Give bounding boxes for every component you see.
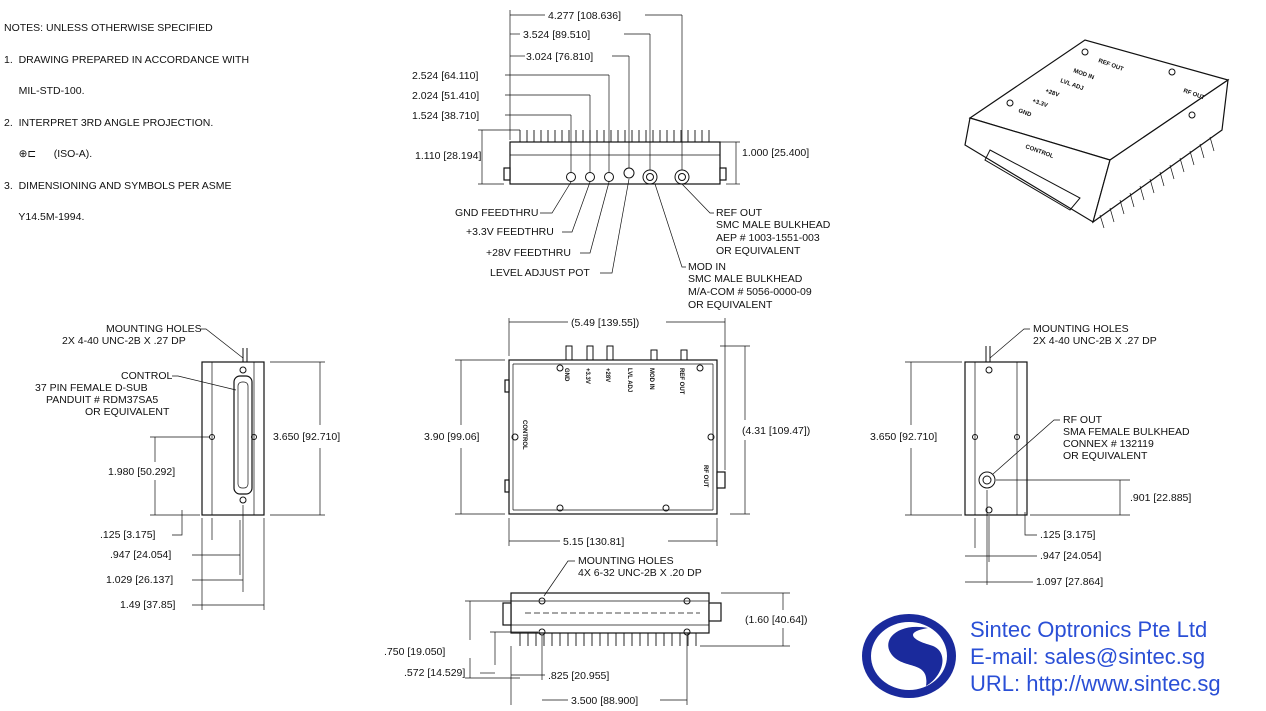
dim-1110: 1.110 [28.194] [415, 150, 481, 162]
svg-text:OR EQUIVALENT: OR EQUIVALENT [1063, 450, 1148, 462]
top-view: 4.277 [108.636] 3.524 [89.510] 3.024 [76… [412, 10, 831, 311]
iso-view: REF OUT RF OUT MOD IN LVL ADJ +28V +3.3V… [964, 39, 1230, 229]
left-dim-3650: 3.650 [92.710] [273, 431, 340, 443]
callout-gnd: GND FEEDTHRU [455, 207, 538, 219]
svg-text:4X 6-32 UNC-2B X .20 DP: 4X 6-32 UNC-2B X .20 DP [578, 567, 702, 579]
svg-text:SMA FEMALE BULKHEAD: SMA FEMALE BULKHEAD [1063, 426, 1190, 438]
dim-3524: 3.524 [89.510] [523, 29, 590, 41]
front-label-ref: REF OUT [678, 368, 684, 395]
callout-level: LEVEL ADJUST POT [490, 267, 590, 279]
left-mounting-label: MOUNTING HOLES [106, 323, 202, 335]
company-info: Sintec Optronics Pte Ltd E-mail: sales@s… [970, 616, 1221, 697]
front-dim-431: (4.31 [109.47]) [742, 425, 810, 437]
left-dim-149: 1.49 [37.85] [120, 599, 176, 611]
callout-v33: +3.3V FEEDTHRU [466, 226, 554, 238]
right-mounting-label: MOUNTING HOLES [1033, 323, 1129, 335]
svg-text:37 PIN FEMALE D-SUB: 37 PIN FEMALE D-SUB [35, 382, 148, 394]
right-dim-901: .901 [22.885] [1130, 492, 1191, 504]
left-dsub-icon [233, 375, 253, 495]
dim-1524: 1.524 [38.710] [412, 110, 479, 122]
right-view-body [964, 361, 1028, 516]
front-label-gnd: GND [563, 368, 569, 382]
callout-ref-out: REF OUT [716, 207, 763, 219]
svg-text:OR EQUIVALENT: OR EQUIVALENT [85, 406, 170, 418]
svg-text:SMC MALE BULKHEAD: SMC MALE BULKHEAD [716, 219, 831, 231]
front-label-mod: MOD IN [648, 368, 654, 390]
note-line: 2. INTERPRET 3RD ANGLE PROJECTION. [4, 116, 214, 129]
svg-text:CONNEX # 132119: CONNEX # 132119 [1063, 438, 1154, 450]
bottom-dim-572: .572 [14.529] [404, 667, 465, 679]
dim-2024: 2.024 [51.410] [412, 90, 479, 102]
notes-block: NOTES: UNLESS OTHERWISE SPECIFIED 1. DRA… [4, 2, 249, 233]
left-dim-1980: 1.980 [50.292] [108, 466, 175, 478]
front-label-lvl: LVL ADJ [626, 368, 632, 392]
bottom-dim-750: .750 [19.050] [384, 646, 445, 658]
note-line-iso: (ISO-A). [39, 148, 93, 160]
front-label-rf-out: RF OUT [702, 465, 708, 488]
front-label-v33: +3.3V [584, 368, 590, 384]
dim-4277: 4.277 [108.636] [548, 10, 621, 22]
right-dim-947: .947 [24.054] [1040, 550, 1101, 562]
svg-text:PANDUIT # RDM37SA5: PANDUIT # RDM37SA5 [46, 394, 158, 406]
note-line: MIL-STD-100. [4, 85, 85, 97]
svg-text:2X 4-40 UNC-2B X .27 DP: 2X 4-40 UNC-2B X .27 DP [62, 335, 186, 347]
left-control-label: CONTROL [121, 370, 172, 382]
bottom-mounting-label: MOUNTING HOLES [578, 555, 674, 567]
top-fins [519, 130, 710, 142]
company-email: E-mail: sales@sintec.sg [970, 644, 1206, 669]
left-dim-947: .947 [24.054] [110, 549, 171, 561]
svg-text:M/A-COM # 5056-0000-09: M/A-COM # 5056-0000-09 [688, 286, 812, 298]
right-dim-125: .125 [3.175] [1040, 529, 1096, 541]
front-label-control: CONTROL [521, 420, 527, 450]
company-logo [862, 614, 956, 698]
notes-header: NOTES: UNLESS OTHERWISE SPECIFIED [4, 22, 213, 34]
v33-feedthru-icon [585, 172, 595, 182]
iso-label-v33: +3.3V [1031, 98, 1048, 109]
svg-text:2X 4-40 UNC-2B X .27 DP: 2X 4-40 UNC-2B X .27 DP [1033, 335, 1157, 347]
note-line: Y14.5M-1994. [4, 211, 85, 223]
note-line: 3. DIMENSIONING AND SYMBOLS PER ASME [4, 179, 232, 192]
front-dim-390: 3.90 [99.06] [424, 431, 480, 443]
svg-text:AEP # 1003-1551-003: AEP # 1003-1551-003 [716, 232, 820, 244]
dim-1000: 1.000 [25.400] [742, 147, 809, 159]
left-dim-1029: 1.029 [26.137] [106, 574, 173, 586]
bottom-view: MOUNTING HOLES 4X 6-32 UNC-2B X .20 DP (… [384, 555, 807, 707]
dim-2524: 2.524 [64.110] [412, 70, 478, 82]
note-line: 1. DRAWING PREPARED IN ACCORDANCE WITH [4, 53, 250, 66]
bottom-fins [519, 633, 697, 646]
gnd-feedthru-icon [566, 172, 576, 182]
v28-feedthru-icon [604, 172, 614, 182]
bottom-dim-825: .825 [20.955] [548, 670, 609, 682]
front-label-v28: +28V [604, 368, 610, 382]
front-dim-549: (5.49 [139.55]) [571, 317, 639, 329]
left-dim-125: .125 [3.175] [100, 529, 156, 541]
company-name: Sintec Optronics Pte Ltd [970, 617, 1208, 642]
front-view: GND +3.3V +28V LVL ADJ MOD IN REF OUT CO… [424, 317, 810, 548]
bottom-dim-160: (1.60 [40.64]) [745, 614, 807, 626]
callout-mod-in: MOD IN [688, 261, 726, 273]
left-view-body [201, 361, 265, 516]
front-dim-515: 5.15 [130.81] [563, 536, 624, 548]
left-view: MOUNTING HOLES 2X 4-40 UNC-2B X .27 DP C… [35, 323, 340, 611]
bottom-dim-3500: 3.500 [88.900] [571, 695, 638, 707]
svg-text:OR EQUIVALENT: OR EQUIVALENT [688, 299, 773, 311]
projection-symbol-icon: ⊕⊏ [18, 148, 37, 160]
iso-dsub-icon [984, 149, 1081, 211]
note-line: ⊕⊏ (ISO-A). [4, 149, 249, 160]
right-view: MOUNTING HOLES 2X 4-40 UNC-2B X .27 DP R… [870, 323, 1191, 588]
dim-3024: 3.024 [76.810] [526, 51, 593, 63]
svg-text:SMC MALE BULKHEAD: SMC MALE BULKHEAD [688, 273, 803, 285]
right-rf-out-label: RF OUT [1063, 414, 1103, 426]
iso-label-gnd: GND [1017, 108, 1032, 118]
right-sma-connector-icon [978, 471, 996, 489]
front-view-body [508, 359, 718, 515]
right-dim-1097: 1.097 [27.864] [1036, 576, 1103, 588]
right-dim-3650: 3.650 [92.710] [870, 431, 937, 443]
company-url: URL: http://www.sintec.sg [970, 671, 1221, 696]
iso-label-v28: +28V [1044, 88, 1059, 98]
svg-text:OR EQUIVALENT: OR EQUIVALENT [716, 245, 801, 257]
callout-v28: +28V FEEDTHRU [486, 247, 571, 259]
